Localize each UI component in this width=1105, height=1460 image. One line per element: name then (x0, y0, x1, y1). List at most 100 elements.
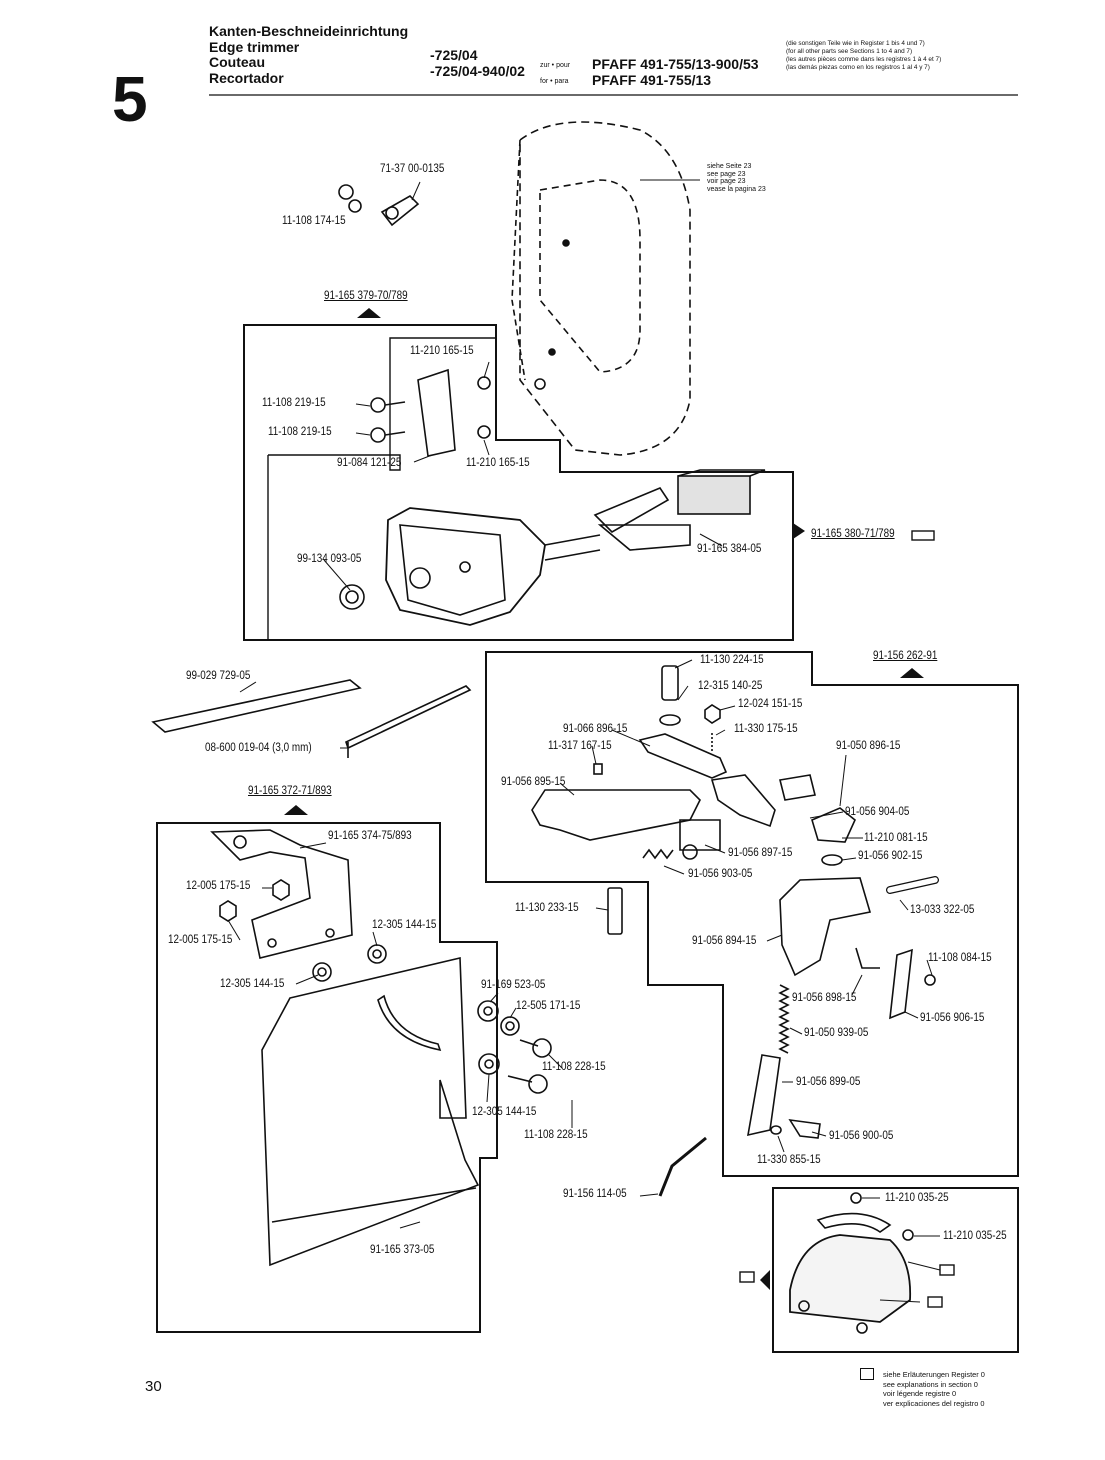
model-2: PFAFF 491-755/13 (592, 72, 712, 88)
spring-rod (778, 984, 790, 1054)
note-de: (die sonstigen Teile wie in Register 1 b… (786, 40, 925, 47)
code-2: -725/04-940/02 (430, 63, 525, 79)
part-label: 91-056 899-05 (796, 1076, 861, 1088)
knife-holder (779, 877, 872, 977)
part-label: 91-056 900-05 (829, 1130, 894, 1142)
part-label: 91-056 902-15 (858, 850, 923, 862)
header-notes: (die sonstigen Teile wie in Register 1 b… (786, 40, 1026, 72)
part-label: 11-210 081-15 (864, 832, 928, 844)
see-page-fr: voir page 23 (707, 178, 746, 186)
part-label: 91-056 906-15 (920, 1012, 985, 1024)
part-label: 11-130 224-15 (700, 654, 764, 666)
part-label: 71-37 00-0135 (380, 163, 445, 175)
model-1: PFAFF 491-755/13-900/53 (592, 56, 759, 72)
part-label: 12-305 144-15 (472, 1106, 537, 1118)
part-label: 91-056 895-15 (501, 776, 566, 788)
for-block: zur • pour for • para (540, 62, 570, 86)
part-label: 12-005 175-15 (186, 880, 251, 892)
note-es: (las demás piezas como en los registros … (786, 64, 930, 71)
see-page-en: see page 23 (707, 170, 746, 178)
part-label: 12-024 151-15 (738, 698, 803, 710)
note-fr: (les autres pièces comme dans les regist… (786, 56, 942, 63)
spring-knob (811, 807, 856, 843)
part-label: 91-056 904-05 (845, 806, 910, 818)
small-plate (889, 948, 913, 1020)
screw-set (338, 184, 491, 610)
part-label: 11-130 233-15 (515, 902, 579, 914)
sponge-block (677, 475, 751, 515)
model-block: PFAFF 491-755/13-900/53 PFAFF 491-755/13 (592, 56, 759, 88)
part-label: 11-317 167-15 (548, 740, 612, 752)
part-label: 12-505 171-15 (516, 1000, 581, 1012)
title-es: Recortador (209, 69, 284, 86)
part-label: 99-029 729-05 (186, 670, 251, 682)
part-label: 91-056 894-15 (692, 935, 757, 947)
cap-screw (661, 665, 679, 701)
cover-plate (261, 956, 480, 1267)
part-label: 11-108 228-15 (542, 1061, 606, 1073)
part-label: 11-108 084-15 (928, 952, 992, 964)
coil-spring (642, 848, 674, 860)
part-label: 11-210 165-15 (410, 345, 474, 357)
part-label: 12-305 144-15 (220, 978, 285, 990)
part-label: 11-330 855-15 (757, 1154, 821, 1166)
group-label: 91-156 262-91 (873, 650, 938, 662)
part-label: 11-330 175-15 (734, 723, 798, 735)
legend-es: ver explicaciones del registro 0 (883, 1398, 985, 1408)
machine-cover (519, 121, 691, 456)
group-box-inner (268, 337, 496, 471)
for-1: zur • pour (540, 62, 571, 69)
code-block: -725/04 -725/04-940/02 (430, 47, 525, 79)
knife-blade (747, 1054, 781, 1137)
note-en: (for all other parts see Sections 1 to 4… (786, 48, 913, 55)
title-de: Kanten-Beschneideinrichtung (209, 23, 409, 39)
part-label: 11-108 219-15 (268, 426, 332, 438)
part-label: 91-165 374-75/893 (328, 830, 412, 842)
page-number: 30 (145, 1378, 162, 1395)
part-label: 91-056 903-05 (688, 868, 753, 880)
see-page-note: siehe Seite 23 see page 23 voir page 23 … (707, 163, 766, 193)
part-label: 12-315 140-25 (698, 680, 763, 692)
group-label: 91-165 380-71/789 (811, 528, 895, 540)
see-page-de: siehe Seite 23 (707, 163, 752, 170)
group-label: 91-165 379-70/789 (324, 290, 408, 302)
part-label: 91-165 373-05 (370, 1244, 435, 1256)
part-label: 91-066 896-15 (563, 723, 628, 735)
group-box-upper (243, 324, 794, 641)
part-label: 91-084 121-25 (337, 457, 402, 469)
hex-key (345, 685, 472, 758)
for-2: for • para (540, 78, 569, 85)
part-label: 12-005 175-15 (168, 934, 233, 946)
title-fr: Couteau (209, 54, 265, 70)
part-label: 11-108 219-15 (262, 397, 326, 409)
section-number: 5 (112, 63, 148, 135)
part-label: 12-305 144-15 (372, 919, 437, 931)
part-label: 99-134 093-05 (297, 553, 362, 565)
group-box-lower-right (772, 1187, 1019, 1353)
part-label: 13-033 322-05 (910, 904, 975, 916)
part-label: 11-210 035-25 (943, 1230, 1007, 1242)
group-label: 91-165 372-71/893 (248, 785, 332, 797)
part-label: 91-165 384-05 (697, 543, 762, 555)
trimmer-housing (385, 507, 546, 626)
legend-square-icon (860, 1368, 874, 1380)
part-label: 11-108 174-15 (282, 215, 346, 227)
part-label: 91-050 896-15 (836, 740, 901, 752)
part-label: 11-210 165-15 (466, 457, 530, 469)
part-label: 91-056 898-15 (792, 992, 857, 1004)
wire (658, 1136, 707, 1197)
cam-plate (710, 774, 776, 828)
legend-fr: voir légende registre 0 (883, 1389, 957, 1398)
part-label: 11-210 035-25 (885, 1192, 949, 1204)
code-1: -725/04 (430, 47, 478, 63)
part-label: 91-169 523-05 (481, 979, 546, 991)
title-en: Edge trimmer (209, 38, 300, 55)
cable-clamp (380, 195, 420, 227)
group-box-right (485, 651, 1019, 1177)
part-label: 91-056 897-15 (728, 847, 793, 859)
part-label: 91-156 114-05 (563, 1188, 627, 1200)
lever-arm (638, 733, 728, 779)
trim-strip (151, 679, 362, 733)
footer-legend: siehe Erläuterungen Register 0 see expla… (883, 1370, 985, 1408)
